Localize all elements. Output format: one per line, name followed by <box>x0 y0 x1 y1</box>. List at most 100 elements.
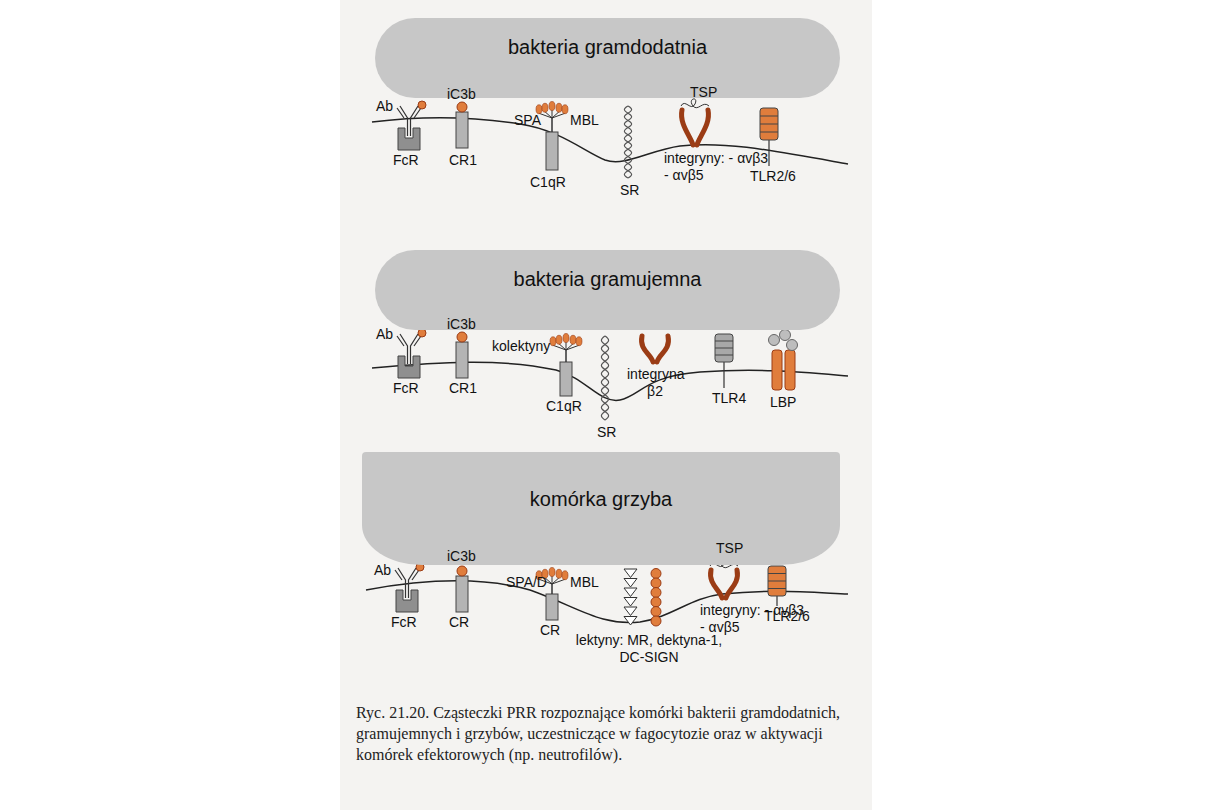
collectin-arm <box>552 576 553 584</box>
toll-like-receptor <box>760 108 778 140</box>
fc-receptor <box>398 356 420 378</box>
receptor-label: CR <box>449 614 469 631</box>
ic3b-dot <box>457 102 467 112</box>
receptor-label: CR1 <box>449 380 477 397</box>
receptor-label: FcR <box>391 614 417 631</box>
scavenger-receptor <box>601 336 608 420</box>
lps-ball <box>780 330 791 341</box>
cell-title: bakteria gramujemna <box>375 268 840 291</box>
antigen-dot <box>418 329 426 337</box>
scavenger-receptor <box>624 106 631 178</box>
lectin-bead <box>651 607 661 617</box>
complement-receptor <box>456 576 468 612</box>
receptor-label: SR <box>597 424 616 441</box>
collectin-stalk <box>551 118 553 132</box>
receptor-label: C1qR <box>530 174 566 191</box>
lectin-bead <box>651 616 661 626</box>
thrombospondin <box>681 99 709 108</box>
tlr-segment <box>760 124 778 125</box>
collectin-head <box>549 102 555 111</box>
receptor-label: TSP <box>716 540 743 557</box>
collectin-head <box>563 334 569 343</box>
antibody <box>397 334 421 364</box>
tlr-segment <box>760 116 778 117</box>
receptor-label: SR <box>620 182 639 199</box>
receptor-label: iC3b <box>447 316 476 333</box>
ic3b-dot <box>457 332 467 342</box>
figure-caption: Ryc. 21.20. Cząsteczki PRR rozpoznające … <box>356 703 864 765</box>
lectin-triangle <box>624 579 637 588</box>
tlr-segment <box>715 348 733 349</box>
receptor-label: CR <box>540 622 560 639</box>
scavenger-receptor <box>624 106 631 178</box>
cell-body: bakteria gramujemna <box>375 250 840 330</box>
lectin-triangle <box>624 607 637 616</box>
receptor-label: SPA <box>514 112 541 129</box>
receptor-label: Ab <box>376 98 393 115</box>
lectin-bead <box>651 597 661 607</box>
tlr-segment <box>760 132 778 133</box>
antibody-stroke <box>397 106 421 136</box>
complement-receptor <box>456 112 468 148</box>
receptor-label: Ab <box>374 562 391 579</box>
tlr-segment <box>768 588 786 589</box>
integrin-arm <box>682 110 709 145</box>
tlr-segment <box>715 355 733 356</box>
fc-receptor <box>396 590 418 612</box>
receptor-label: Ab <box>376 326 393 343</box>
receptor-label: TLR2/6 <box>764 608 810 625</box>
collectin-arm <box>552 579 565 584</box>
c1q-receptor <box>546 132 558 170</box>
receptor-label: integryna β2 <box>627 366 683 400</box>
receptor-label: LBP <box>770 394 796 411</box>
collectin-head <box>576 337 582 346</box>
receptor-label: MBL <box>570 574 599 591</box>
antibody <box>397 106 421 136</box>
collectin-head <box>562 571 568 580</box>
collectin-head <box>556 103 562 112</box>
receptor-label: C1qR <box>546 398 582 415</box>
lectin-triangle <box>624 617 637 626</box>
toll-like-receptor <box>715 334 733 362</box>
lps-ball <box>769 335 780 346</box>
receptor-label: FcR <box>393 380 419 397</box>
collectin-stalk <box>551 584 553 594</box>
receptor-label: TLR4 <box>712 390 746 407</box>
c1q-receptor <box>546 594 558 620</box>
scavenger-receptor <box>601 336 608 420</box>
fc-receptor <box>398 128 420 150</box>
collectin-head <box>556 569 562 578</box>
lectin-triangle <box>624 569 637 578</box>
collectin-stalk <box>565 350 567 362</box>
collectin-arm <box>566 345 579 350</box>
cell-body: bakteria gramdodatnia <box>375 18 840 98</box>
receptor-label: SPA/D <box>506 574 547 591</box>
c1q-receptor <box>560 362 572 396</box>
antigen-dot <box>418 101 426 109</box>
integrin-arm <box>711 570 738 598</box>
collectin-head <box>556 335 562 344</box>
receptor-label: lektyny: MR, dektyna-1, DC-SIGN <box>574 632 724 666</box>
lbp-pillar <box>785 350 795 390</box>
tlr-segment <box>768 573 786 574</box>
collectin-head <box>570 335 576 344</box>
collectin-head <box>549 568 555 577</box>
receptor-label: kolektyny <box>492 338 550 355</box>
antibody-stroke <box>397 334 421 364</box>
collectin-arm <box>545 112 552 118</box>
cell-title: komórka grzyba <box>362 488 840 511</box>
ic3b-dot <box>457 566 467 576</box>
receptor-label: TLR2/6 <box>750 168 796 185</box>
lectin-triangle <box>624 598 637 607</box>
collectin-arm <box>552 110 553 118</box>
collectin-arm <box>566 342 567 350</box>
lbp-pillar <box>772 350 782 390</box>
lectin-bead <box>651 588 661 598</box>
antibody <box>395 568 419 598</box>
cell-body: komórka grzyba <box>362 452 840 565</box>
collectin-head <box>562 105 568 114</box>
complement-receptor <box>456 342 468 378</box>
receptor-label: TSP <box>690 84 717 101</box>
cell-title: bakteria gramdodatnia <box>375 36 840 59</box>
